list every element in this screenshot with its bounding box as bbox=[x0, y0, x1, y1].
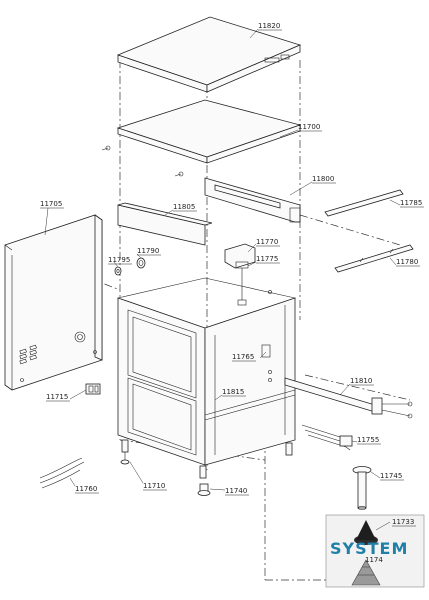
strip-part[interactable] bbox=[324, 189, 404, 217]
cable-part[interactable] bbox=[39, 457, 85, 489]
label-11765: 11765 bbox=[232, 353, 254, 361]
foot-part[interactable] bbox=[197, 483, 211, 496]
label-11700: 11700 bbox=[298, 123, 320, 131]
rail-part[interactable] bbox=[334, 244, 414, 273]
label-1174: 1174 bbox=[365, 556, 383, 564]
label-11715: 11715 bbox=[46, 393, 68, 401]
label-11705: 11705 bbox=[40, 200, 62, 208]
bracket-part[interactable] bbox=[224, 243, 272, 306]
label-11790: 11790 bbox=[137, 247, 159, 255]
shaft-part[interactable] bbox=[352, 466, 372, 510]
cap-part[interactable] bbox=[351, 559, 381, 586]
front-strip-part[interactable] bbox=[117, 202, 213, 246]
label-11780: 11780 bbox=[396, 258, 418, 266]
label-11815: 11815 bbox=[222, 388, 244, 396]
label-11755: 11755 bbox=[357, 436, 379, 444]
grommet-part[interactable] bbox=[114, 266, 122, 276]
tube-part[interactable] bbox=[284, 377, 413, 419]
label-11785: 11785 bbox=[400, 199, 422, 207]
main-frame-part[interactable] bbox=[116, 277, 297, 479]
label-11745: 11745 bbox=[380, 472, 402, 480]
label-11795: 11795 bbox=[108, 256, 130, 264]
knob-part[interactable] bbox=[354, 520, 378, 545]
bushing-part[interactable] bbox=[136, 257, 146, 269]
heating-element-part[interactable] bbox=[301, 424, 353, 451]
watermark-text: SYSTEM bbox=[330, 539, 408, 558]
top-plate-part[interactable] bbox=[101, 99, 302, 177]
label-11760: 11760 bbox=[75, 485, 97, 493]
label-11800: 11800 bbox=[312, 175, 334, 183]
label-11775: 11775 bbox=[256, 255, 278, 263]
label-11805: 11805 bbox=[173, 203, 195, 211]
label-11740: 11740 bbox=[225, 487, 247, 495]
leader-lines bbox=[44, 28, 401, 531]
label-11733: 11733 bbox=[392, 518, 414, 526]
label-11770: 11770 bbox=[256, 238, 278, 246]
switch-part[interactable] bbox=[85, 383, 101, 395]
top-cover-part[interactable] bbox=[116, 16, 302, 93]
parts-photo-inset: SYSTEM bbox=[325, 514, 425, 588]
label-11820: 11820 bbox=[258, 22, 280, 30]
label-11710: 11710 bbox=[143, 482, 165, 490]
rear-rail-part[interactable] bbox=[204, 177, 301, 223]
part-labels: 11820 11700 11800 11785 11705 11805 1177… bbox=[40, 22, 424, 564]
label-11810: 11810 bbox=[350, 377, 372, 385]
side-panel-part[interactable] bbox=[4, 214, 103, 391]
